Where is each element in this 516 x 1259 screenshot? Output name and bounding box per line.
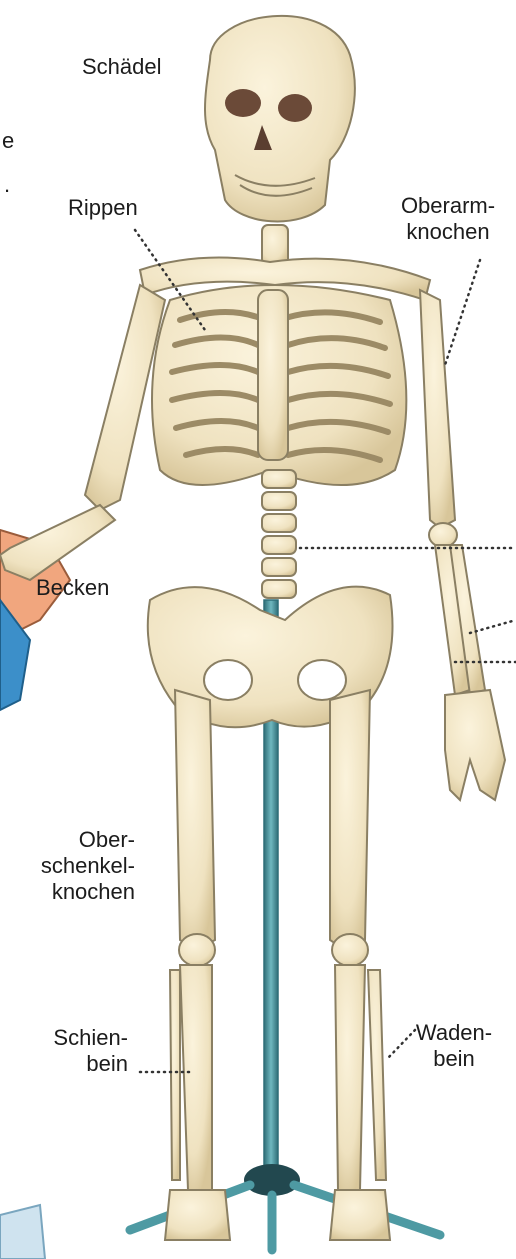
label-skull: Schädel — [82, 54, 162, 80]
humerus-leader — [445, 260, 480, 365]
label-pelvis: Becken — [36, 575, 109, 601]
label-tibia-line-1: Schien- — [10, 1025, 128, 1051]
label-tibia: Schien- bein — [10, 1025, 128, 1077]
label-fibula-line-2: bein — [404, 1046, 504, 1072]
bottom-left-fragment — [0, 1205, 45, 1259]
left-tibia-bone — [180, 965, 212, 1190]
right-tibia-bone — [335, 965, 365, 1190]
label-humerus-line-1: Oberarm- — [388, 193, 508, 219]
label-fibula-line-1: Waden- — [404, 1020, 504, 1046]
skull-bone — [205, 16, 355, 222]
forearm-leader-1 — [470, 620, 516, 633]
label-fibula: Waden- bein — [404, 1020, 504, 1072]
label-ribs: Rippen — [68, 195, 138, 221]
label-humerus-line-2: knochen — [388, 219, 508, 245]
label-tibia-line-2: bein — [10, 1051, 128, 1077]
cut-off-text-2: . — [4, 172, 10, 198]
right-fibula-bone — [368, 970, 386, 1180]
label-humerus: Oberarm- knochen — [388, 193, 508, 245]
label-femur-line-1: Ober- — [15, 827, 135, 853]
right-femur-bone — [330, 690, 370, 950]
label-femur-line-3: knochen — [15, 879, 135, 905]
right-humerus-bone — [420, 290, 455, 528]
label-femur: Ober- schenkel- knochen — [15, 827, 135, 905]
left-femur-bone — [175, 690, 215, 950]
cut-off-text-1: e — [2, 128, 14, 154]
label-femur-line-2: schenkel- — [15, 853, 135, 879]
